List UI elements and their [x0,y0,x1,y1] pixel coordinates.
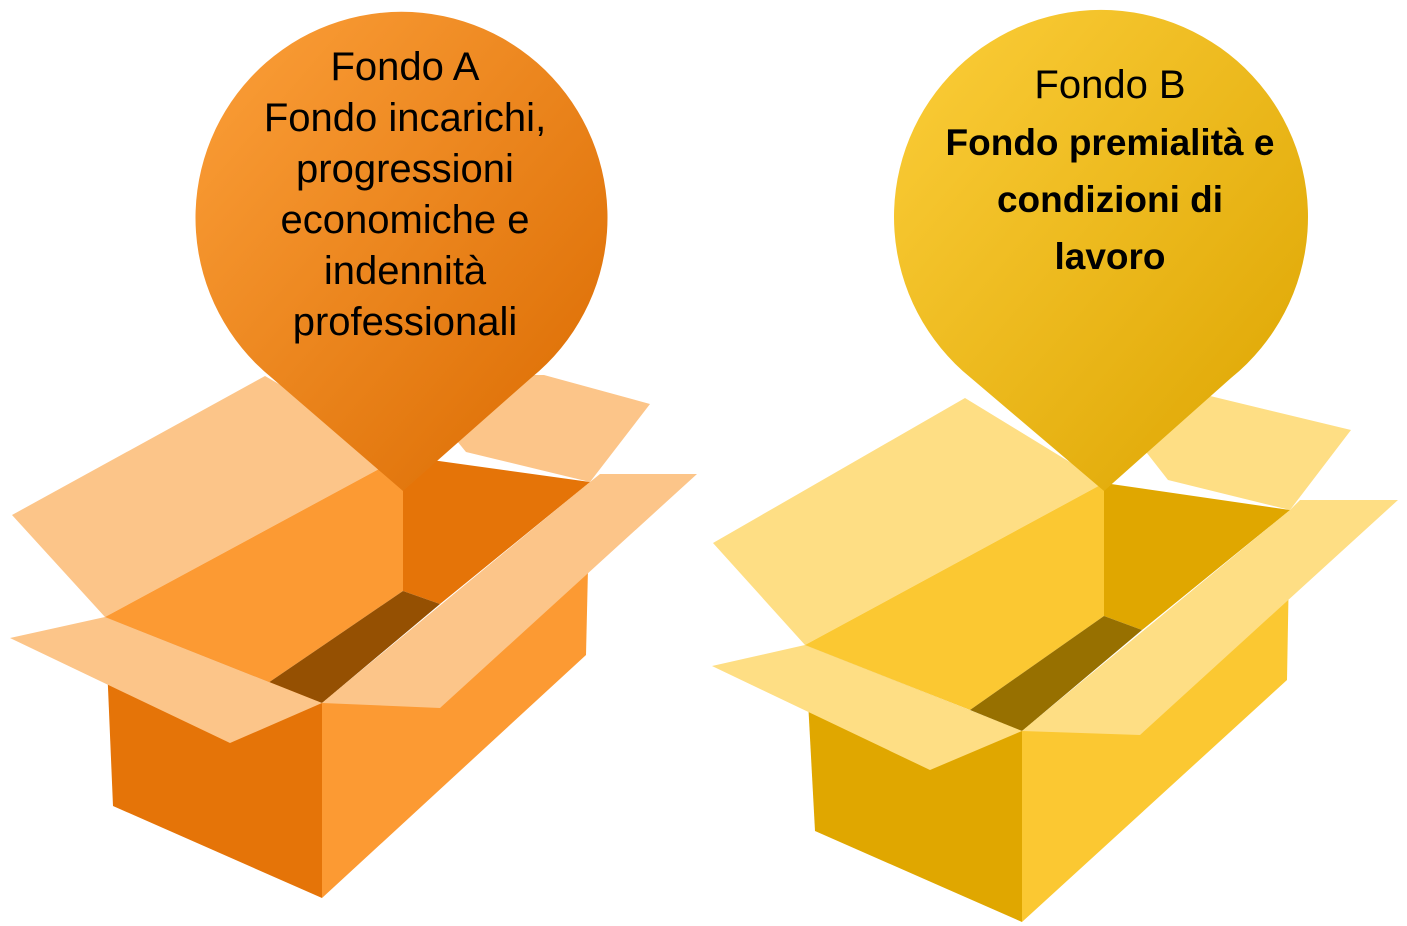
box-b-front-right-flap [1022,500,1398,735]
box-b-front-left-flap [712,645,1022,770]
box-a-inner-back-wall [403,456,590,604]
fondo-b-title: Fondo B [1034,63,1186,107]
box-b-inside-floor [970,616,1142,731]
box-a-back-left-flap [12,376,403,617]
fondo-b-line-3: lavoro [1054,236,1166,277]
fondo-a-line-1: Fondo incarichi, [263,96,547,140]
box-b-inner-left-wall [805,483,1104,710]
pin-fondo-a [195,11,608,491]
box-a-inside-floor [268,591,440,703]
box-a-inner-left-wall [105,456,403,683]
fondo-a-line-5: professionali [292,300,518,344]
fondo-b-line-1: Fondo premialità e [945,122,1275,163]
fondo-b-line-2: condizioni di [996,179,1224,220]
fondo-a-label: Fondo A Fondo incarichi, progressioni ec… [180,42,630,348]
fondo-a-line-3: economiche e [280,198,530,242]
fondo-b-label: Fondo B Fondo premialità e condizioni di… [880,57,1340,285]
box-fondo-b [712,395,1398,922]
box-a-front-right-flap [322,474,697,708]
fondo-a-line-4: indennità [323,249,487,293]
box-b-inner-back-wall [1104,483,1290,630]
box-fondo-a [10,375,697,898]
fondo-a-line-2: progressioni [296,147,514,191]
box-b-back-left-flap [713,398,1104,645]
pin-fondo-b [894,9,1309,491]
box-a-front-left-flap [10,617,322,743]
fondo-a-title: Fondo A [330,45,480,89]
